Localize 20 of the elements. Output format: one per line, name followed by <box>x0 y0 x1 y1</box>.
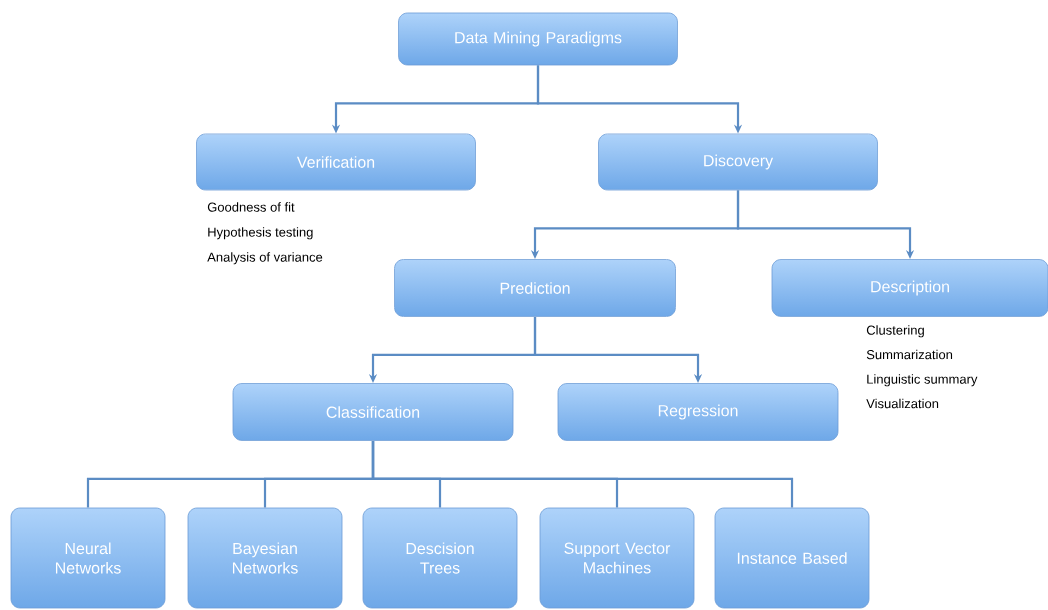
note-text: Hypothesis testing <box>208 227 313 240</box>
process-box: Classification <box>232 383 514 441</box>
process-box: Description <box>771 259 1048 317</box>
process-box: Regression <box>557 383 839 441</box>
process-box: Prediction <box>394 259 676 317</box>
note-text: Clustering <box>866 325 924 338</box>
process-box: Support Vector Machines <box>539 507 695 609</box>
process-box: Data Mining Paradigms <box>398 12 678 66</box>
process-box: Discovery <box>598 133 878 191</box>
note-text: Visualization <box>866 398 939 409</box>
note-text: Summarization <box>866 349 953 360</box>
process-box: Bayesian Networks <box>187 507 343 609</box>
connector <box>371 440 794 508</box>
note-text: Linguistic summary <box>867 374 978 387</box>
process-box: Instance Based <box>714 507 870 609</box>
process-box: Verification <box>196 133 476 191</box>
process-box: Neural Networks <box>10 507 166 609</box>
process-box: Descision Trees <box>362 507 518 609</box>
note-text: Analysis of variance <box>207 252 323 265</box>
note-text: Goodness of fit <box>207 202 295 212</box>
